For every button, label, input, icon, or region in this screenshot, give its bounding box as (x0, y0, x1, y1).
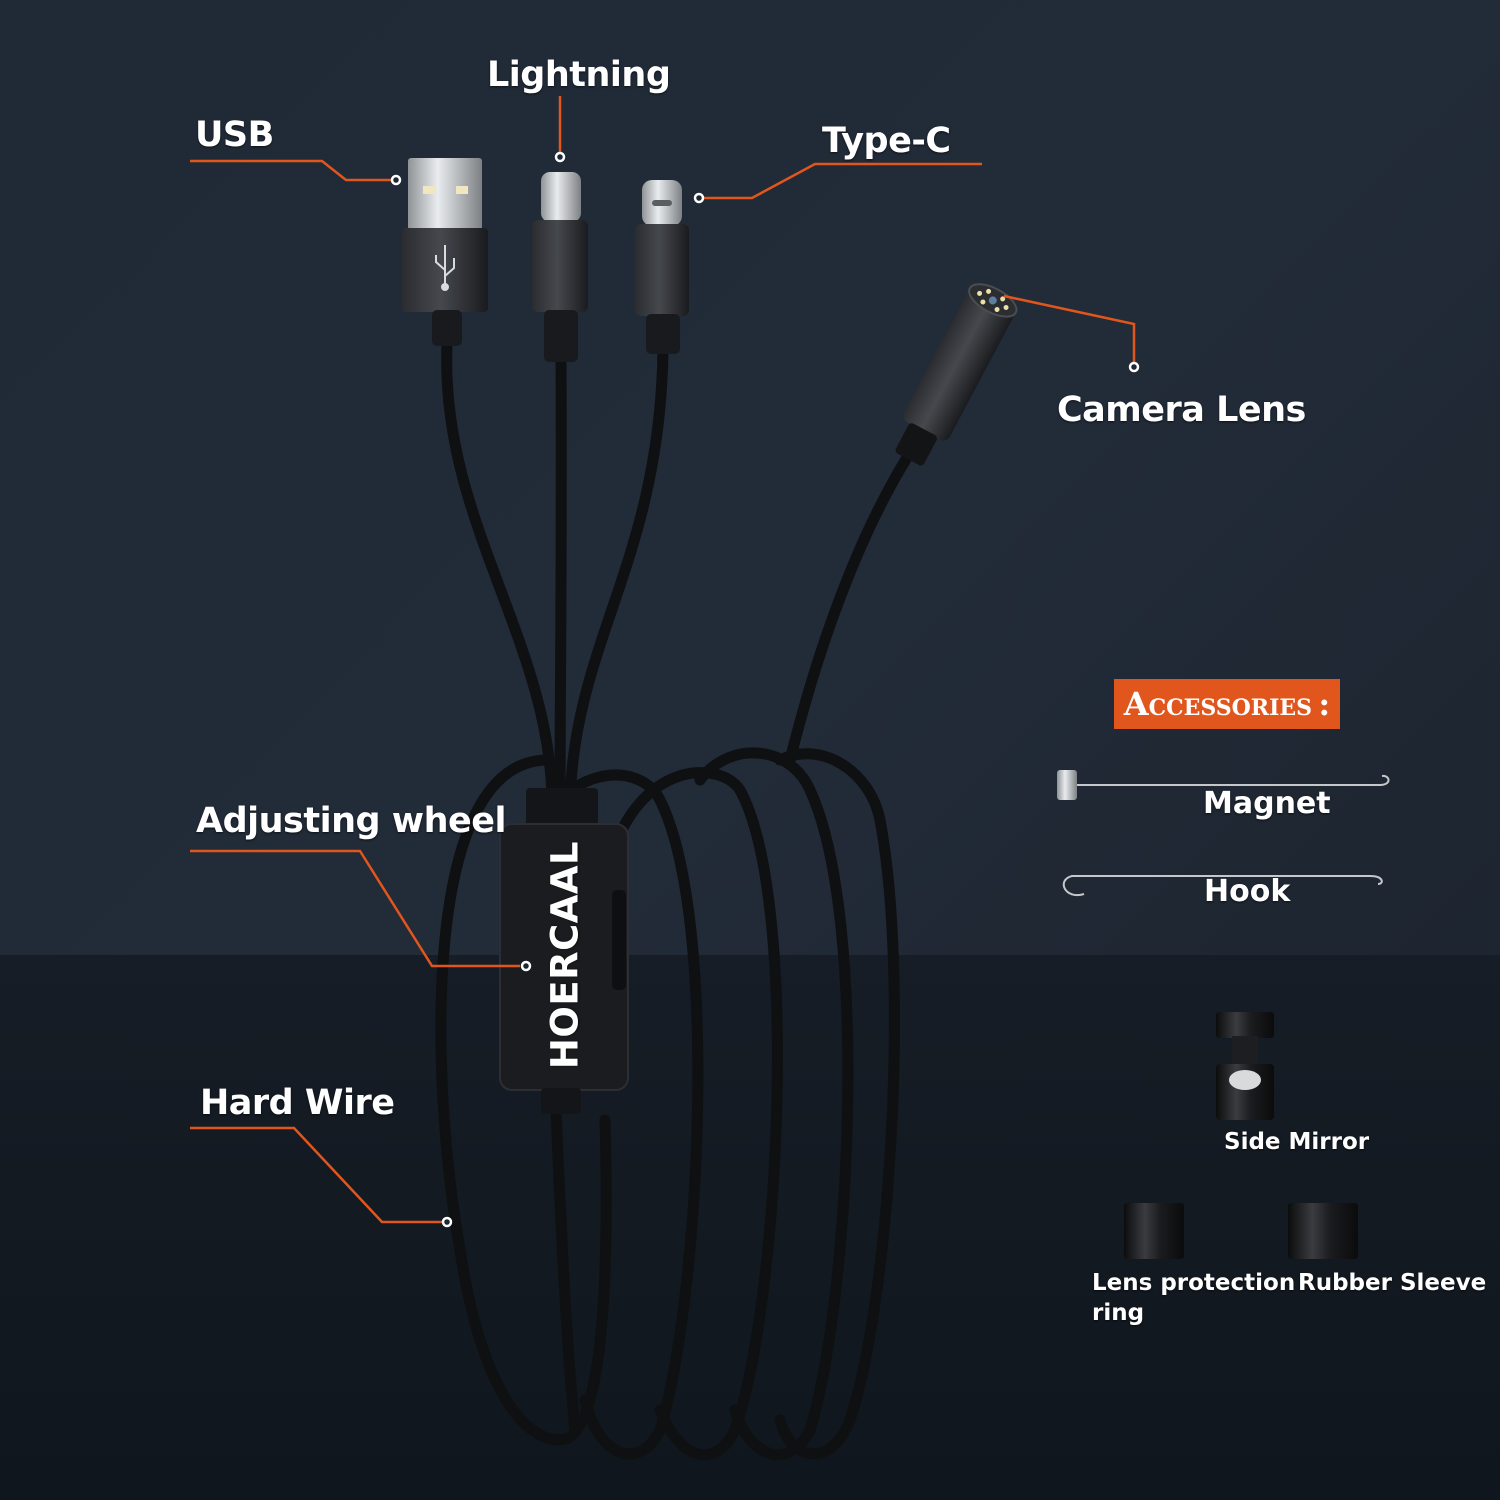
usb-plug (402, 158, 488, 346)
hook-accessory (1062, 875, 1383, 897)
cable-coils (435, 747, 900, 1461)
lightning-plug (532, 172, 588, 362)
adjusting-wheel-label: Adjusting wheel (196, 801, 507, 841)
usb-label: USB (195, 115, 274, 155)
lightning-label: Lightning (487, 55, 671, 95)
camera-lens-label: Camera Lens (1057, 390, 1306, 430)
brand-logo: HOERCAAL (543, 840, 587, 1070)
usb-symbol-icon (435, 245, 455, 291)
side-mirror-label: Side Mirror (1224, 1129, 1370, 1155)
lens-protection-ring-label: Lens protection (1092, 1270, 1296, 1296)
hard-wire-label: Hard Wire (200, 1083, 395, 1123)
lens-ring-accessory (1124, 1203, 1184, 1259)
magnet-accessory (1057, 770, 1390, 800)
magnet-label: Magnet (1203, 786, 1331, 821)
side-mirror-accessory (1216, 1012, 1274, 1120)
rubber-sleeve-accessory (1288, 1203, 1358, 1259)
type-c-label: Type-C (822, 121, 951, 161)
control-box (499, 788, 629, 1114)
connector-cables (441, 339, 921, 806)
lens-protection-ring-label-line2: ring (1092, 1300, 1145, 1326)
type-c-plug (635, 180, 689, 354)
camera-probe (895, 283, 1018, 466)
accessories-heading: Accessories : (1114, 679, 1340, 729)
callout-dots (390, 151, 1140, 1228)
camera-lens-icon (977, 288, 1009, 312)
callout-lines (190, 96, 1136, 1224)
hook-label: Hook (1204, 874, 1291, 909)
rubber-sleeve-label: Rubber Sleeve (1298, 1270, 1487, 1296)
